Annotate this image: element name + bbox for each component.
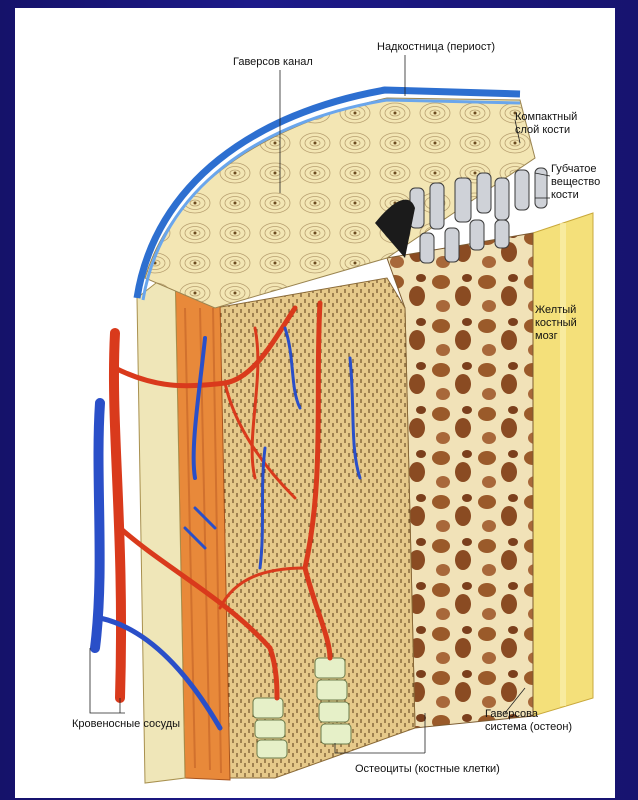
label-compact-layer: Компактный слой кости: [515, 111, 577, 137]
label-haversian-canal: Гаверсов канал: [233, 56, 313, 69]
label-marrow-line2: костный: [535, 317, 577, 330]
label-osteocytes: Остеоциты (костные клетки): [355, 763, 500, 776]
label-spongy-line1: Губчатое: [551, 163, 600, 176]
label-marrow-line3: мозг: [535, 330, 577, 343]
label-osteon-line2: система (остеон): [485, 721, 572, 734]
label-yellow-marrow: Желтый костный мозг: [535, 304, 577, 343]
label-compact-layer-line2: слой кости: [515, 124, 577, 137]
label-spongy-bone: Губчатое вещество кости: [551, 163, 600, 202]
label-spongy-line2: вещество: [551, 176, 600, 189]
label-compact-layer-line1: Компактный: [515, 111, 577, 124]
label-spongy-line3: кости: [551, 189, 600, 202]
label-marrow-line1: Желтый: [535, 304, 577, 317]
compact-bone-section: [215, 278, 415, 778]
label-osteon: Гаверсова система (остеон): [485, 708, 572, 734]
diagram-frame: Гаверсов канал Надкостница (периост) Ком…: [15, 8, 615, 798]
label-periosteum: Надкостница (периост): [377, 41, 495, 54]
label-osteon-line1: Гаверсова: [485, 708, 572, 721]
label-blood-vessels: Кровеносные сосуды: [72, 718, 180, 731]
